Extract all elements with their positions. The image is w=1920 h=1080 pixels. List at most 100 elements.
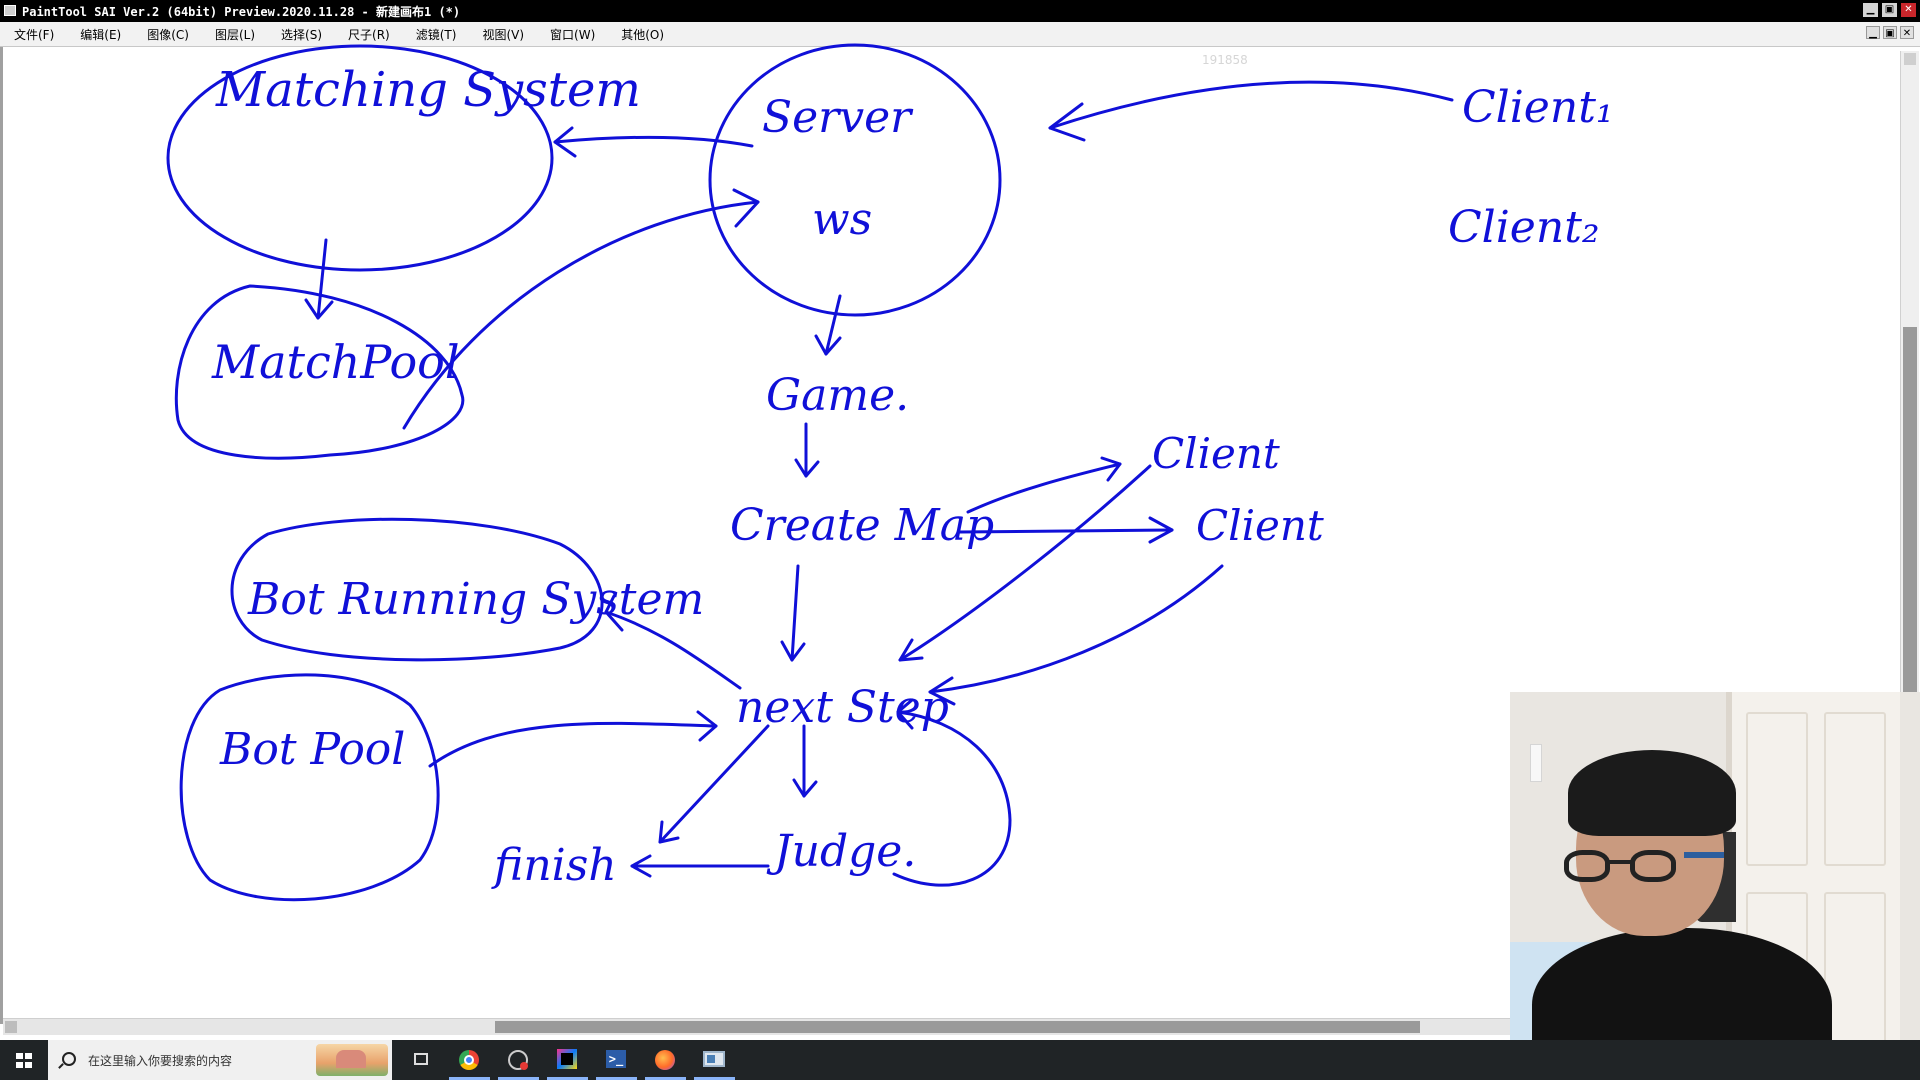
taskbar-painttool-sai[interactable] (690, 1040, 739, 1080)
search-placeholder: 在这里输入你要搜索的内容 (88, 1054, 233, 1068)
arrowhead-game-in (814, 334, 842, 356)
painttool-sai-icon (703, 1051, 725, 1067)
window-controls: ▁ ▣ ✕ (1863, 3, 1916, 17)
label-finish: finish (491, 840, 617, 891)
scroll-up-arrow-icon[interactable] (1904, 53, 1916, 65)
menu-view[interactable]: 视图(V) (482, 28, 525, 42)
webcam-overlay (1510, 692, 1920, 1080)
label-client-a: Client (1152, 429, 1280, 478)
label-client-1: Client₁ (1462, 82, 1614, 133)
arrow-nextstep-to-finish (658, 724, 770, 844)
arrow-judge-loop (892, 710, 1012, 887)
horizontal-scroll-thumb[interactable] (495, 1021, 1420, 1033)
scroll-left-arrow-icon[interactable] (5, 1021, 17, 1033)
arrowhead-client-a-in (1100, 456, 1122, 482)
minimize-button[interactable]: ▁ (1863, 3, 1878, 17)
menu-image[interactable]: 图像(C) (147, 28, 189, 42)
canvas-watermark: 191858 (1202, 53, 1248, 67)
menu-select[interactable]: 选择(S) (281, 28, 323, 42)
arrow-client1-to-server (1048, 80, 1454, 130)
search-highlight-illustration (316, 1044, 388, 1076)
taskbar-firefox[interactable] (641, 1040, 690, 1080)
arrowhead-nextstep-b (928, 676, 956, 706)
arrowhead-loop-in (896, 698, 914, 730)
firefox-icon (655, 1050, 675, 1070)
arrowhead-nextstep-a (898, 638, 924, 662)
windows-logo-icon (16, 1053, 32, 1068)
label-ws: ws (812, 194, 872, 245)
arrowhead-nextstep-d (696, 710, 718, 742)
door-panel (1746, 712, 1808, 866)
bot-running-ellipse (230, 517, 604, 662)
start-button[interactable] (0, 1040, 48, 1080)
taskbar-search-box[interactable]: 在这里输入你要搜索的内容 (48, 1040, 392, 1080)
menu-window[interactable]: 窗口(W) (550, 28, 596, 42)
doc-restore-button[interactable]: ▣ (1883, 26, 1897, 39)
webcam-person-hair (1568, 750, 1736, 836)
glasses-arm (1684, 852, 1724, 858)
horizontal-scrollbar[interactable] (3, 1018, 1513, 1035)
arrowhead-judge-in (792, 778, 818, 798)
arrow-client-b-to-nextstep (928, 564, 1224, 694)
menu-filter[interactable]: 滤镜(T) (415, 28, 457, 42)
label-server: Server (762, 92, 914, 143)
glasses-lens (1630, 850, 1676, 882)
arrowhead-client-b-in (1148, 516, 1174, 544)
door-panel (1824, 712, 1886, 866)
label-game: Game. (766, 370, 909, 421)
jetbrains-ide-icon (557, 1049, 577, 1069)
label-client-2: Client₂ (1448, 202, 1600, 253)
bot-pool-ellipse (179, 673, 440, 902)
taskbar-powershell[interactable]: >_ (592, 1040, 641, 1080)
matchpool-ellipse (174, 284, 465, 460)
window-title: PaintTool SAI Ver.2 (64bit) Preview.2020… (22, 5, 461, 19)
close-button[interactable]: ✕ (1901, 3, 1916, 17)
arrow-map-to-nextstep (790, 564, 800, 662)
label-create-map: Create Map (730, 500, 994, 551)
maximize-button[interactable]: ▣ (1882, 3, 1897, 17)
webcam-person-glasses (1560, 842, 1724, 890)
taskbar-jetbrains-ide[interactable] (543, 1040, 592, 1080)
screen-capture-icon (508, 1050, 528, 1070)
menu-file[interactable]: 文件(F) (14, 28, 55, 42)
server-ellipse (708, 43, 1002, 317)
arrowhead-server-in (1048, 102, 1086, 142)
label-next-step: next Step (736, 682, 949, 733)
doc-minimize-button[interactable]: ▁ (1866, 26, 1880, 39)
menu-layer[interactable]: 图层(L) (214, 28, 256, 42)
taskbar-screen-capture[interactable] (494, 1040, 543, 1080)
sketch-labels: Matching System Server ws Client₁ Client… (211, 62, 1614, 891)
matching-system-ellipse (166, 44, 554, 272)
glasses-bridge (1608, 860, 1632, 864)
label-matching-system: Matching System (215, 62, 641, 118)
arrow-matching-to-pool (316, 238, 328, 320)
arrowhead-ws-in (732, 188, 760, 228)
arrow-map-to-client-b (958, 528, 1174, 534)
taskbar-chrome[interactable] (445, 1040, 494, 1080)
arrowhead-nextstep-c (780, 640, 806, 662)
menu-edit[interactable]: 编辑(E) (80, 28, 122, 42)
label-matchpool: MatchPool (211, 335, 460, 389)
taskbar-task-view[interactable] (396, 1040, 445, 1080)
label-client-b: Client (1196, 501, 1324, 550)
menu-ruler[interactable]: 尺子(R) (348, 28, 390, 42)
doc-close-button[interactable]: ✕ (1900, 26, 1914, 39)
arrow-server-to-game (824, 294, 842, 356)
title-bar: PaintTool SAI Ver.2 (64bit) Preview.2020… (0, 0, 1920, 22)
powershell-icon: >_ (606, 1050, 626, 1068)
menu-other[interactable]: 其他(O) (621, 28, 665, 42)
label-judge: Judge. (766, 826, 916, 877)
menu-items: 文件(F) 编辑(E) 图像(C) 图层(L) 选择(S) 尺子(R) 滤镜(T… (14, 26, 690, 43)
glasses-lens (1564, 850, 1610, 882)
arrow-map-to-client-a (966, 462, 1122, 514)
arrow-server-to-matching (553, 135, 754, 148)
arrow-nextstep-to-botrun (604, 610, 742, 690)
task-view-icon (414, 1053, 428, 1065)
vertical-scroll-thumb[interactable] (1903, 327, 1917, 747)
menu-bar: 文件(F) 编辑(E) 图像(C) 图层(L) 选择(S) 尺子(R) 滤镜(T… (0, 22, 1920, 47)
arrowhead-botrun-in (604, 594, 624, 632)
search-icon (62, 1052, 76, 1066)
arrowhead-matching-in (553, 126, 577, 158)
windows-taskbar: 在这里输入你要搜索的内容 >_ (0, 1040, 1920, 1080)
